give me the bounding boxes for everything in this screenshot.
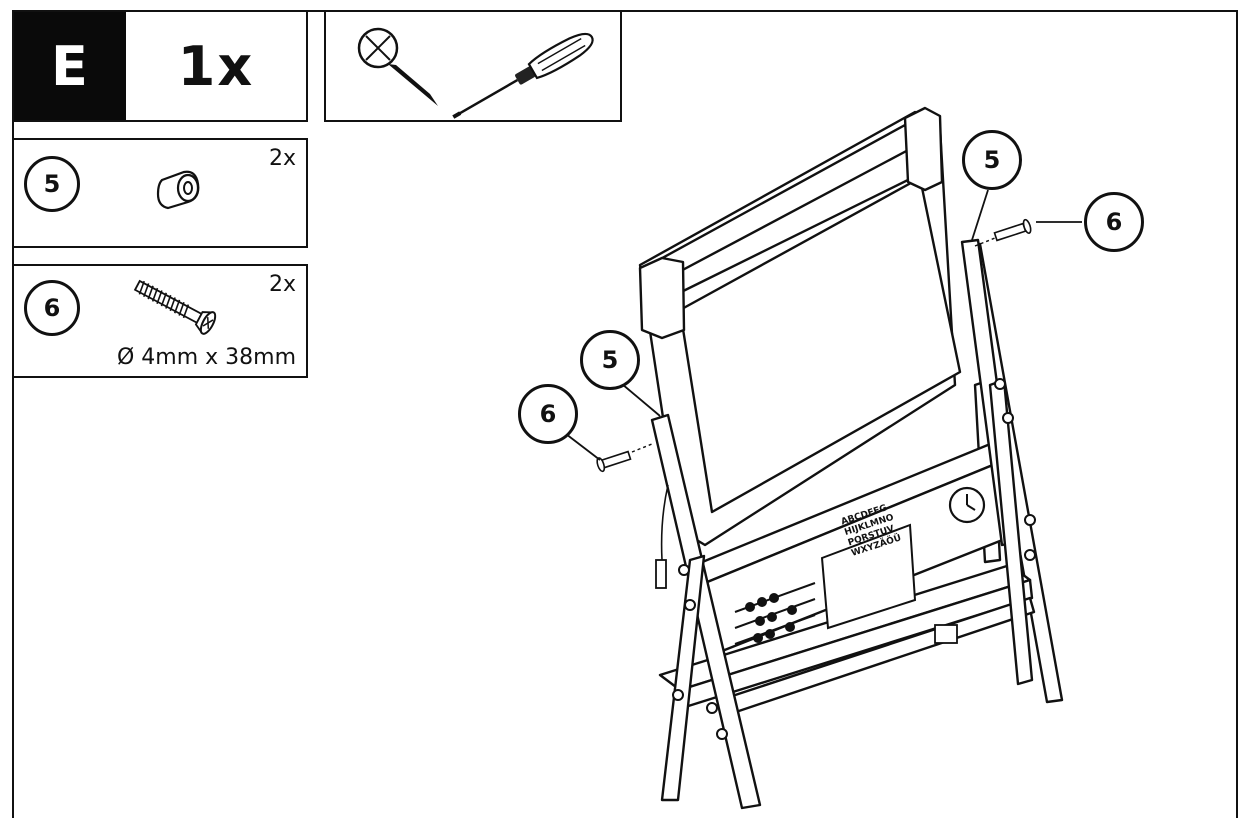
screw-left bbox=[596, 443, 653, 473]
callout-part-6-right: 6 bbox=[1084, 192, 1144, 252]
part-6-panel: 6 2x Ø 4mm x 38mm bbox=[12, 264, 308, 378]
part-5-number: 5 bbox=[24, 156, 80, 212]
screw-right bbox=[974, 218, 1032, 247]
screw-icon bbox=[133, 279, 217, 335]
step-header: E 1x bbox=[12, 10, 308, 122]
spacer-icon bbox=[156, 170, 200, 210]
callout-part-5-right: 5 bbox=[962, 130, 1022, 190]
screw-dimension: Ø 4mm x 38mm bbox=[116, 345, 296, 370]
callout-part-6-left: 6 bbox=[518, 384, 578, 444]
part-6-quantity: 2x bbox=[268, 272, 296, 297]
part-5-panel: 5 2x bbox=[12, 138, 308, 248]
not-allowed-icon bbox=[357, 27, 399, 69]
screwdriver-icon bbox=[357, 27, 594, 119]
part-6-number: 6 bbox=[24, 280, 80, 336]
page-frame bbox=[12, 10, 1238, 818]
step-letter: E bbox=[14, 12, 126, 120]
part-5-quantity: 2x bbox=[268, 146, 296, 171]
tool-panel bbox=[324, 10, 622, 122]
step-quantity: 1x bbox=[177, 34, 255, 98]
callout-part-5-left: 5 bbox=[580, 330, 640, 390]
